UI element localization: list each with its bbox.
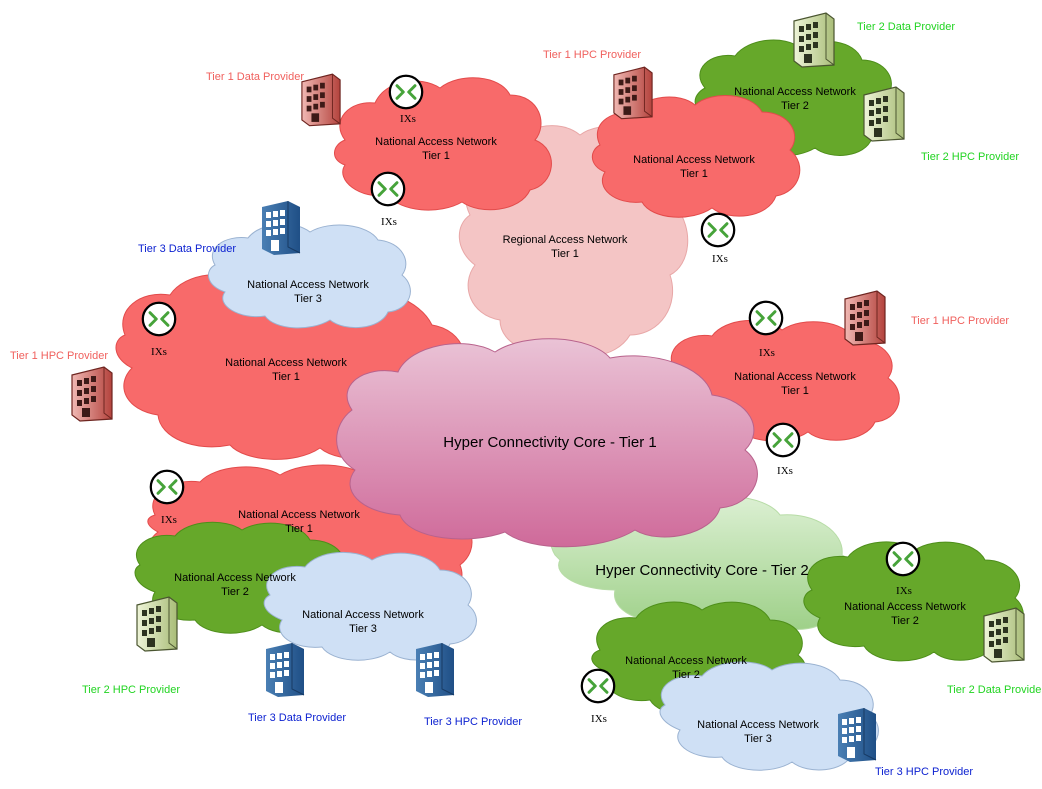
nan-tier1-topright-cloud bbox=[591, 95, 801, 218]
green-building-icon bbox=[136, 596, 178, 652]
ix-group-bottom: IXs bbox=[580, 668, 616, 725]
ix-label: IXs bbox=[759, 347, 775, 359]
ix-label: IXs bbox=[896, 585, 912, 597]
core-tier1-cloud bbox=[336, 338, 758, 548]
nan-tier3-bottom-cloud bbox=[659, 661, 879, 771]
provider-label-t3-hpc-bottomright: Tier 3 HPC Provider bbox=[875, 766, 973, 778]
green-building-icon bbox=[983, 607, 1025, 663]
provider-label-t1-hpc-left: Tier 1 HPC Provider bbox=[10, 350, 108, 362]
blue-building-icon bbox=[261, 200, 301, 256]
router-ix-icon bbox=[748, 300, 784, 336]
provider-label-t2-hpc-top: Tier 2 HPC Provider bbox=[921, 151, 1019, 163]
ix-label: IXs bbox=[161, 514, 177, 526]
green-building-icon bbox=[793, 12, 835, 68]
ix-group-right-lower: IXs bbox=[765, 422, 801, 477]
blue-building-icon bbox=[265, 642, 305, 698]
red-building-icon bbox=[844, 290, 886, 346]
ix-label: IXs bbox=[381, 216, 397, 228]
provider-label-t2-data-top: Tier 2 Data Provider bbox=[857, 21, 955, 33]
ix-label: IXs bbox=[400, 113, 416, 125]
provider-label-t1-data-top: Tier 1 Data Provider bbox=[206, 71, 304, 83]
provider-label-t1-hpc-top: Tier 1 HPC Provider bbox=[543, 49, 641, 61]
ix-group-topright: IXs bbox=[700, 212, 736, 265]
router-ix-icon bbox=[370, 171, 406, 207]
ix-group-bottomleft: IXs bbox=[149, 469, 185, 526]
red-building-icon bbox=[301, 73, 341, 127]
red-building-icon bbox=[613, 66, 653, 120]
router-ix-icon bbox=[700, 212, 736, 248]
ix-label: IXs bbox=[151, 346, 167, 358]
ix-group-right-upper: IXs bbox=[748, 300, 784, 359]
provider-label-t3-data-left: Tier 3 Data Provider bbox=[138, 243, 236, 255]
router-ix-icon bbox=[765, 422, 801, 458]
ix-group-right-green: IXs bbox=[885, 541, 921, 597]
green-building-icon bbox=[863, 86, 905, 142]
ix-label: IXs bbox=[712, 253, 728, 265]
blue-building-icon bbox=[837, 707, 877, 763]
provider-label-t3-hpc-bottom: Tier 3 HPC Provider bbox=[424, 716, 522, 728]
router-ix-icon bbox=[580, 668, 616, 704]
core-tier1-label: Hyper Connectivity Core - Tier 1 bbox=[443, 434, 656, 451]
nan-tier3-left-cloud bbox=[207, 223, 411, 329]
ix-group-left: IXs bbox=[141, 301, 177, 358]
provider-label-t2-hpc-bottomleft: Tier 2 HPC Provider bbox=[82, 684, 180, 696]
router-ix-icon bbox=[149, 469, 185, 505]
nan-tier3-bottomleft-cloud bbox=[263, 551, 477, 661]
router-ix-icon bbox=[141, 301, 177, 337]
red-building-icon bbox=[71, 366, 113, 422]
core-tier2-label: Hyper Connectivity Core - Tier 2 bbox=[595, 562, 808, 579]
router-ix-icon bbox=[388, 74, 424, 110]
blue-building-icon bbox=[415, 642, 455, 698]
provider-label-t2-data-right: Tier 2 Data Provide bbox=[947, 684, 1041, 696]
ix-group-top: IXs bbox=[388, 74, 424, 125]
router-ix-icon bbox=[885, 541, 921, 577]
ix-group-top2: IXs bbox=[370, 171, 406, 228]
ix-label: IXs bbox=[777, 465, 793, 477]
provider-label-t3-data-bottom: Tier 3 Data Provider bbox=[248, 712, 346, 724]
ix-label: IXs bbox=[591, 713, 607, 725]
provider-label-t1-hpc-right: Tier 1 HPC Provider bbox=[911, 315, 1009, 327]
